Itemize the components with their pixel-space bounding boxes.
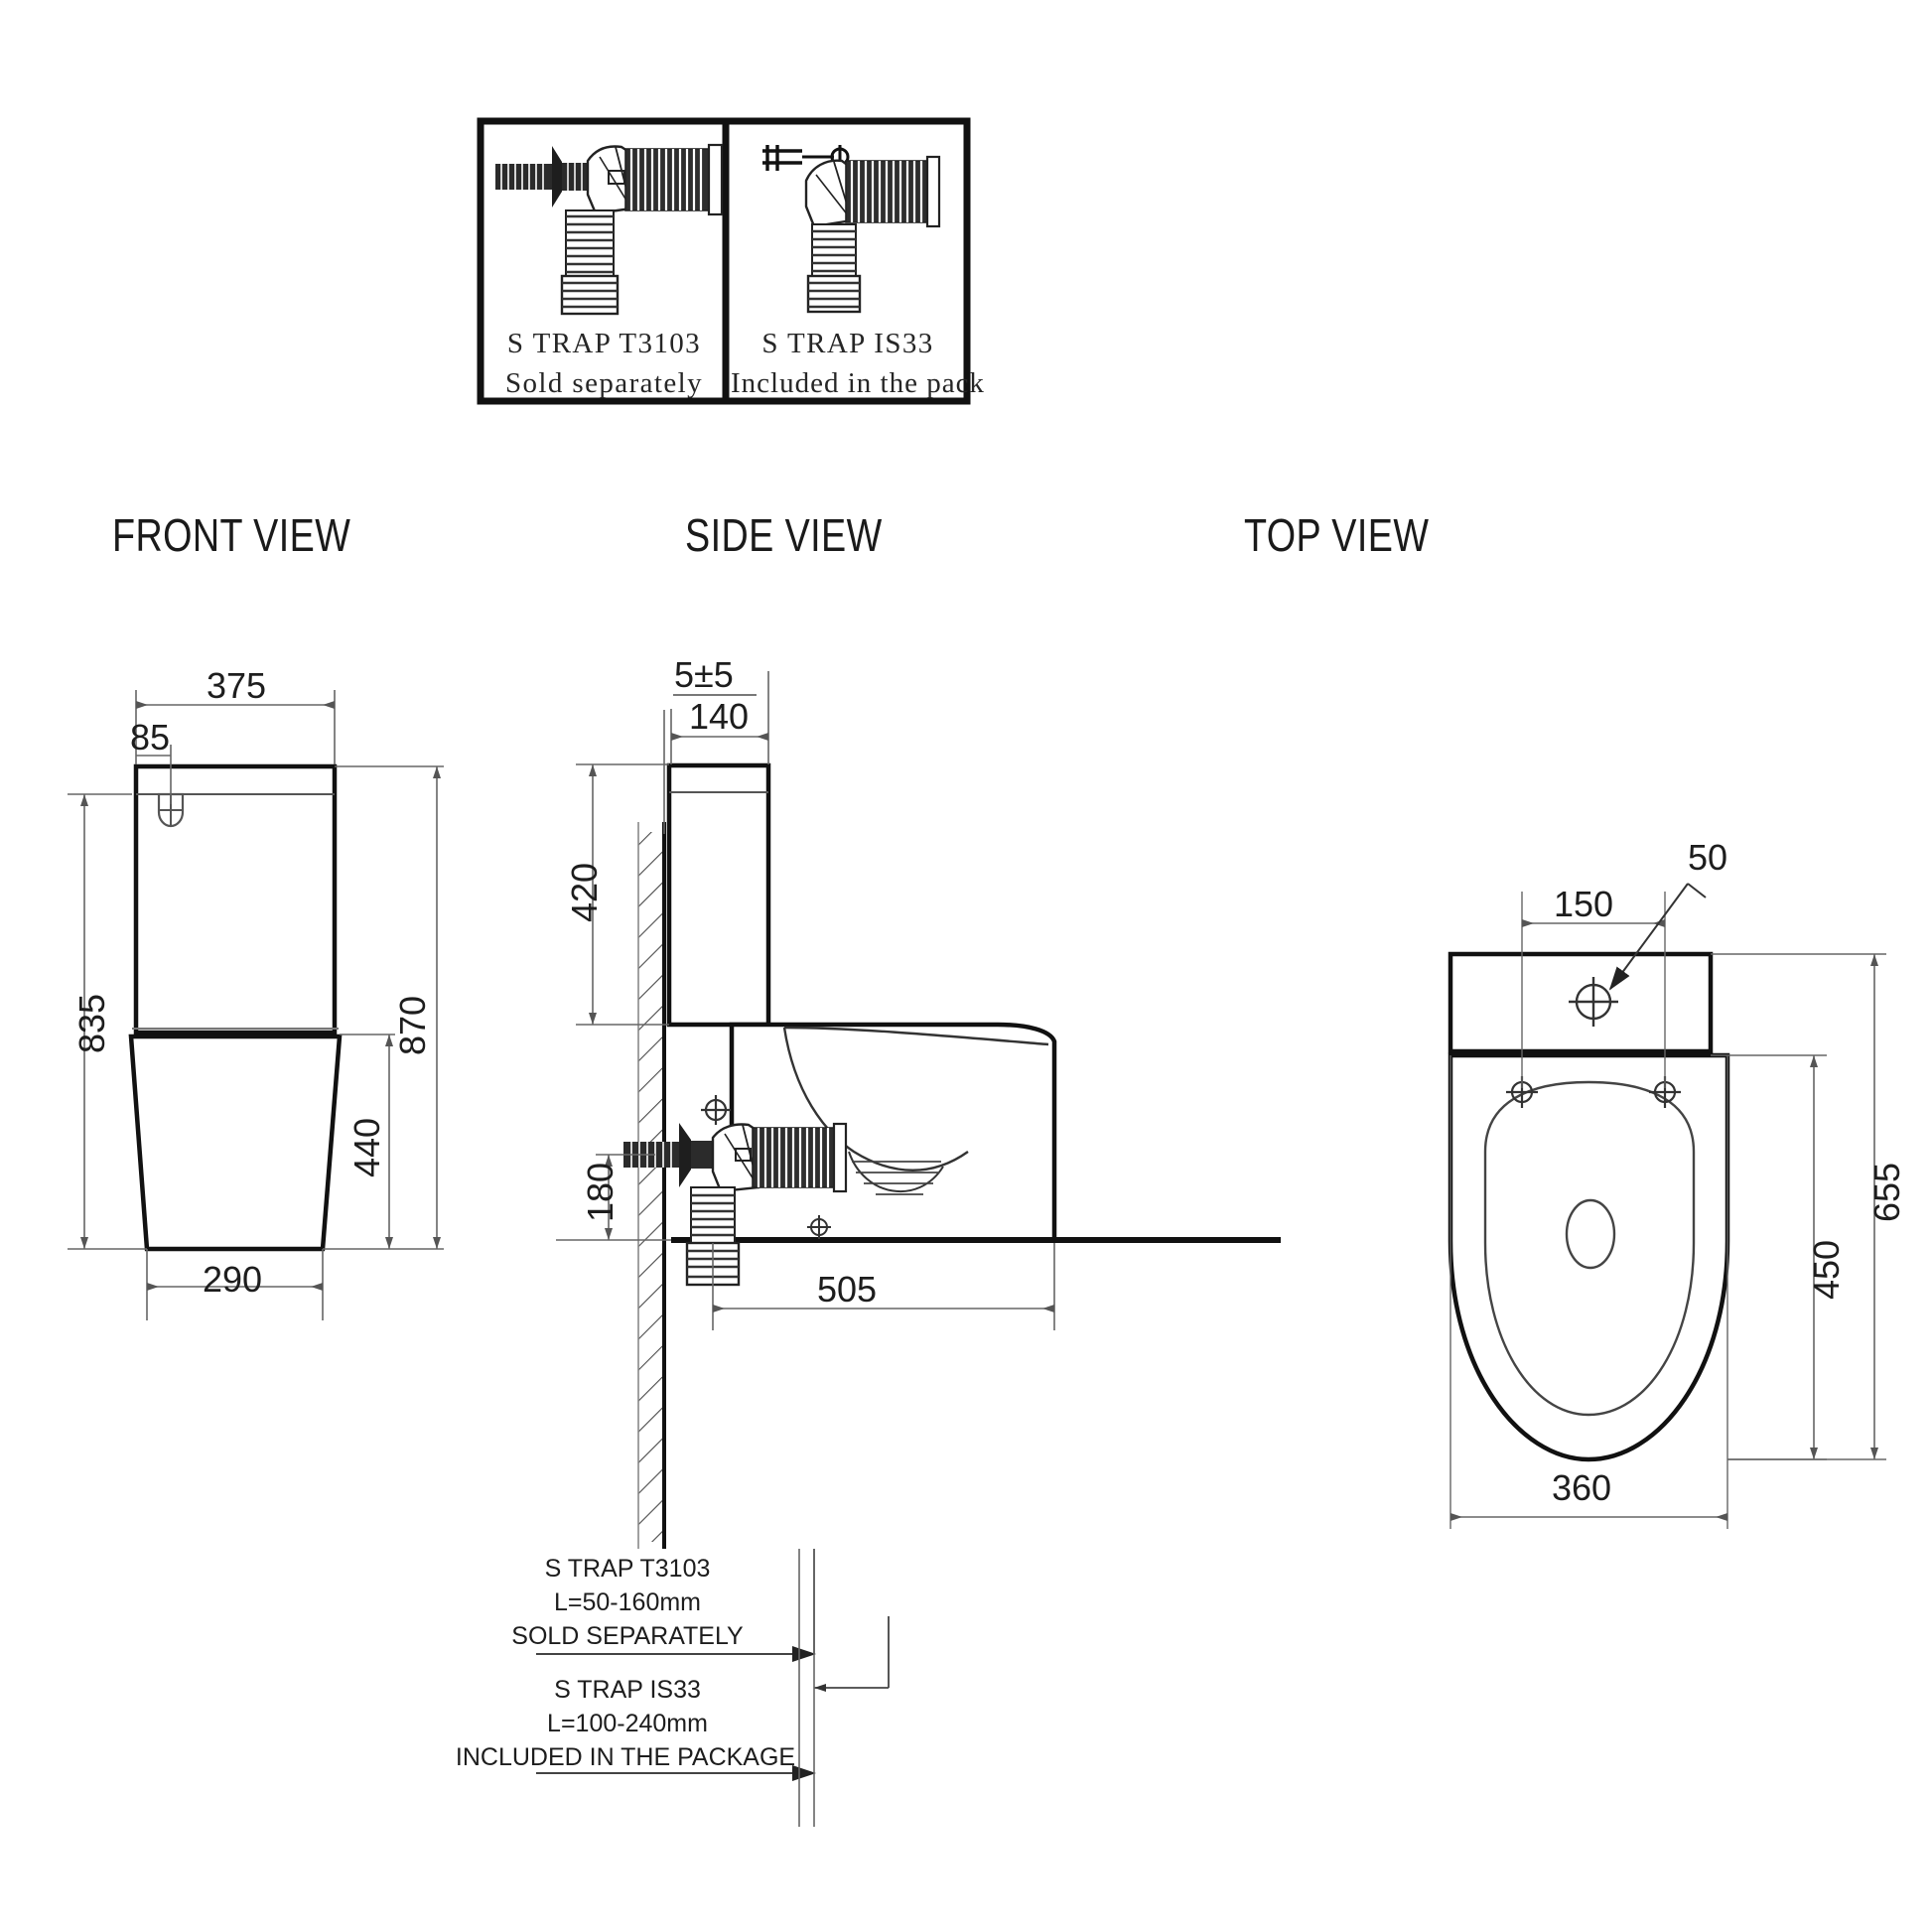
side-view-drawing bbox=[536, 671, 1281, 1827]
top-dim-50: 50 bbox=[1688, 837, 1728, 878]
front-dim-85: 85 bbox=[130, 717, 171, 758]
top-view-title: TOP VIEW bbox=[1244, 509, 1430, 561]
s-trap-is33-icon bbox=[762, 145, 941, 314]
side-dim-5pm5: 5±5 bbox=[674, 654, 734, 695]
front-dim-870: 870 bbox=[392, 995, 433, 1056]
top-dim-450: 450 bbox=[1806, 1239, 1847, 1301]
side-note-2-line3: INCLUDED IN THE PACKAGE bbox=[455, 1743, 796, 1771]
side-note-2-line1: S TRAP IS33 bbox=[554, 1676, 701, 1704]
front-dim-835: 835 bbox=[71, 993, 112, 1054]
top-dim-655: 655 bbox=[1866, 1162, 1907, 1223]
front-dim-290: 290 bbox=[203, 1259, 263, 1300]
side-view-s-trap bbox=[623, 1122, 848, 1287]
side-note-1-line1: S TRAP T3103 bbox=[544, 1555, 711, 1583]
side-note-1-line3: SOLD SEPARATELY bbox=[511, 1622, 744, 1650]
front-view-drawing bbox=[68, 690, 444, 1320]
s-trap-left-label-line2: Sold separately bbox=[505, 367, 703, 399]
top-dim-150: 150 bbox=[1554, 884, 1614, 924]
side-dim-180: 180 bbox=[580, 1162, 621, 1223]
top-view-drawing bbox=[1448, 883, 1886, 1529]
side-note-1-line2: L=50-160mm bbox=[554, 1588, 701, 1616]
s-trap-right-label-line2: Included in the pack bbox=[731, 367, 985, 399]
top-dim-360: 360 bbox=[1552, 1467, 1612, 1508]
s-trap-left-label-line1: S TRAP T3103 bbox=[506, 328, 702, 359]
side-dim-140: 140 bbox=[689, 696, 750, 737]
side-note-2-line2: L=100-240mm bbox=[547, 1710, 708, 1737]
s-trap-right-label-line1: S TRAP IS33 bbox=[761, 328, 934, 359]
front-dim-375: 375 bbox=[207, 665, 267, 706]
side-dim-505: 505 bbox=[817, 1269, 878, 1310]
front-view-title: FRONT VIEW bbox=[112, 509, 351, 561]
front-dim-440: 440 bbox=[346, 1117, 387, 1178]
side-dim-420: 420 bbox=[564, 862, 605, 923]
side-view-title: SIDE VIEW bbox=[685, 509, 883, 561]
s-trap-comparison-box bbox=[477, 117, 971, 405]
s-trap-t3103-icon bbox=[495, 143, 724, 316]
